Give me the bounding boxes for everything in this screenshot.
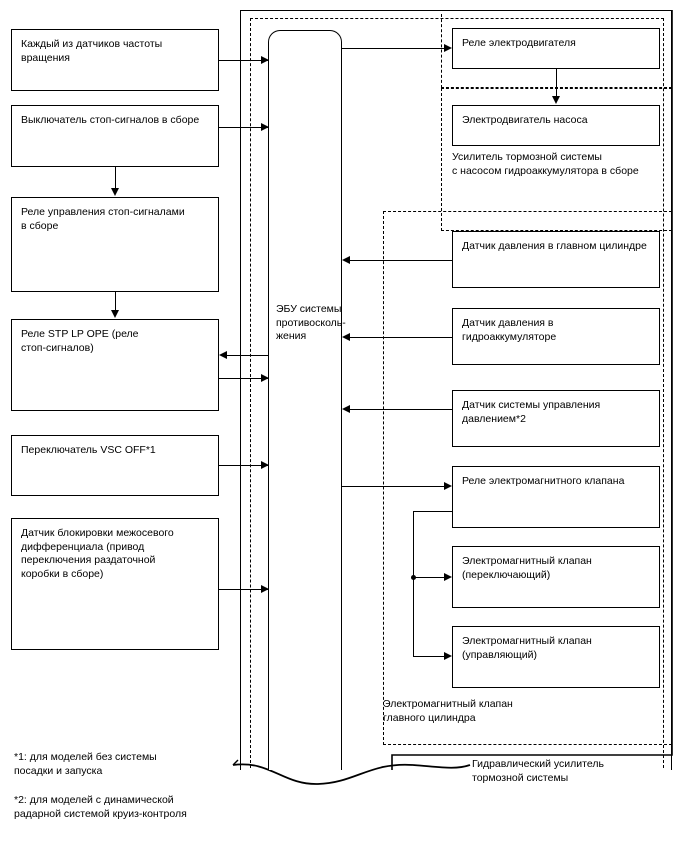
connector-diff-lock-to-ecu xyxy=(219,589,269,590)
connector-solenoid-relay-bus-top xyxy=(413,511,453,512)
arrow-ecu-to-motor-relay xyxy=(444,43,452,52)
arrow-stp-relay-to-ecu xyxy=(261,373,269,382)
arrow-diff-lock-to-ecu xyxy=(261,584,269,593)
footnote-1: *1: для моделей без системы посадки и за… xyxy=(14,751,157,777)
block-stop-lamp-relay[interactable]: Реле управления стоп-сигналами в сборе xyxy=(11,197,219,292)
connector-solenoid-relay-bus-vertical xyxy=(413,511,414,656)
block-stop-lamp-switch-label: Выключатель стоп-сигналов в сборе xyxy=(21,114,200,126)
block-center-diff-lock-sensor[interactable]: Датчик блокировки межосевого дифференциа… xyxy=(11,518,219,650)
block-stop-lamp-relay-label: Реле управления стоп-сигналами в сборе xyxy=(21,206,185,232)
block-pump-motor-label: Электродвигатель насоса xyxy=(462,114,588,126)
label-hydraulic-brake-booster: Гидравлический усилитель тормозной систе… xyxy=(472,758,604,784)
arrow-bus-to-control-valve xyxy=(444,651,452,660)
block-pressure-control-sensor[interactable]: Датчик системы управления давлением*2 xyxy=(452,390,660,447)
arrow-stop-lamp-switch-to-ecu xyxy=(261,122,269,131)
block-vsc-off-switch[interactable]: Переключатель VSC OFF*1 xyxy=(11,435,219,496)
arrow-speed-sensors-to-ecu xyxy=(261,55,269,64)
footnote-2: *2: для моделей с динамической радарной … xyxy=(14,794,187,820)
block-solenoid-valve-relay[interactable]: Реле электромагнитного клапана xyxy=(452,466,660,528)
connector-bus-to-control-valve xyxy=(413,656,445,657)
connector-stp-relay-to-ecu xyxy=(219,378,269,379)
abs-ecu-block[interactable] xyxy=(268,30,342,770)
block-solenoid-valve-switching[interactable]: Электромагнитный клапан (переключающий) xyxy=(452,546,660,608)
abs-ecu-label: ЭБУ системы противосколь- жения xyxy=(276,303,346,342)
arrow-stop-lamp-switch-to-relay xyxy=(110,188,119,196)
block-speed-sensors[interactable]: Каждый из датчиков частоты вращения xyxy=(11,29,219,91)
arrow-vsc-off-to-ecu xyxy=(261,460,269,469)
connector-stop-lamp-relay-to-stp-relay xyxy=(115,292,116,311)
connector-vsc-off-to-ecu xyxy=(219,465,269,466)
connector-motor-relay-to-pump-motor xyxy=(556,69,557,96)
arrow-accumulator-sensor-to-ecu xyxy=(342,332,350,341)
label-master-cylinder-solenoid: Электромагнитный клапан главного цилиндр… xyxy=(383,698,513,724)
connector-accumulator-sensor-to-ecu xyxy=(350,337,452,338)
arrow-stop-lamp-relay-to-stp-relay xyxy=(110,310,119,318)
block-master-cylinder-pressure-sensor-label: Датчик давления в главном цилиндре xyxy=(462,240,647,252)
block-accumulator-pressure-sensor[interactable]: Датчик давления в гидроаккумуляторе xyxy=(452,308,660,365)
block-vsc-off-switch-label: Переключатель VSC OFF*1 xyxy=(21,444,156,456)
connector-master-cyl-sensor-to-ecu xyxy=(350,260,452,261)
connector-stop-lamp-switch-to-relay xyxy=(115,167,116,189)
block-solenoid-valve-relay-label: Реле электромагнитного клапана xyxy=(462,475,625,487)
arrow-motor-relay-to-pump-motor xyxy=(551,96,560,104)
arrow-master-cyl-sensor-to-ecu xyxy=(342,255,350,264)
arrow-pressure-control-sensor-to-ecu xyxy=(342,404,350,413)
block-stop-lamp-switch[interactable]: Выключатель стоп-сигналов в сборе xyxy=(11,105,219,167)
connector-ecu-to-solenoid-relay xyxy=(342,486,444,487)
block-pressure-control-sensor-label: Датчик системы управления давлением*2 xyxy=(462,399,601,425)
connector-ecu-to-stp-relay xyxy=(227,355,269,356)
block-stp-lp-ope-relay-label: Реле STP LP OPE (реле стоп-сигналов) xyxy=(21,328,139,354)
block-center-diff-lock-sensor-label: Датчик блокировки межосевого дифференциа… xyxy=(21,527,174,580)
arrow-bus-to-switching-valve xyxy=(444,572,452,581)
arrow-ecu-to-stp-relay xyxy=(219,350,227,359)
block-master-cylinder-pressure-sensor[interactable]: Датчик давления в главном цилиндре xyxy=(452,231,660,288)
arrow-ecu-to-solenoid-relay xyxy=(444,481,452,490)
block-solenoid-valve-switching-label: Электромагнитный клапан (переключающий) xyxy=(462,555,592,581)
block-stp-lp-ope-relay[interactable]: Реле STP LP OPE (реле стоп-сигналов) xyxy=(11,319,219,411)
block-motor-relay[interactable]: Реле электродвигателя xyxy=(452,28,660,69)
block-speed-sensors-label: Каждый из датчиков частоты вращения xyxy=(21,38,163,64)
connector-stop-lamp-switch-to-ecu xyxy=(219,127,269,128)
label-booster-pump-assy: Усилитель тормозной системы с насосом ги… xyxy=(452,151,639,177)
junction-dot-switching-valve xyxy=(410,574,416,580)
connector-speed-sensors-to-ecu xyxy=(219,60,269,61)
connector-bus-to-switching-valve xyxy=(413,577,445,578)
connector-ecu-to-motor-relay xyxy=(342,48,444,49)
block-solenoid-valve-control-label: Электромагнитный клапан (управляющий) xyxy=(462,635,592,661)
block-motor-relay-label: Реле электродвигателя xyxy=(462,37,576,49)
block-accumulator-pressure-sensor-label: Датчик давления в гидроаккумуляторе xyxy=(462,317,557,343)
block-solenoid-valve-control[interactable]: Электромагнитный клапан (управляющий) xyxy=(452,626,660,688)
block-pump-motor[interactable]: Электродвигатель насоса xyxy=(452,105,660,146)
connector-pressure-control-sensor-to-ecu xyxy=(350,409,452,410)
